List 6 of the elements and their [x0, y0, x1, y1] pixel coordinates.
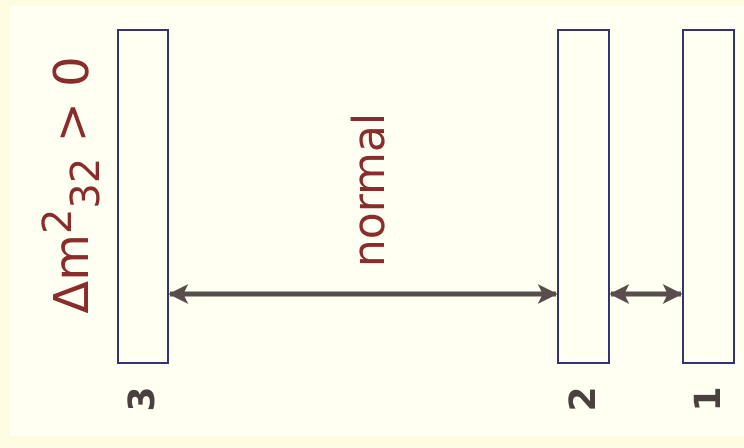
hierarchy-label: normal	[348, 112, 392, 268]
level-number: 3	[125, 386, 161, 412]
level-number: 1	[690, 386, 726, 412]
double-arrow	[609, 284, 683, 304]
double-arrow	[168, 284, 558, 304]
level-number: 2	[566, 386, 602, 412]
